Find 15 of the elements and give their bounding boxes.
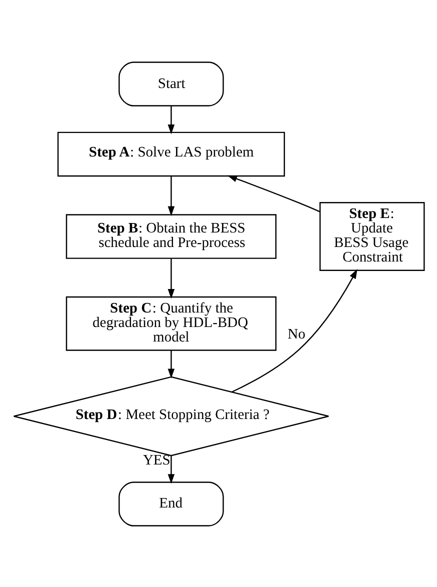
arrow <box>231 268 357 392</box>
arrow <box>226 174 320 212</box>
node-box: Step B: Obtain the BESS schedule and Pre-process <box>65 214 276 258</box>
arrow <box>167 105 174 134</box>
arrow <box>167 176 174 216</box>
node-box: Start <box>118 61 224 106</box>
node-box: Step E: Update BESS Usage Constraint <box>318 202 424 270</box>
arrow <box>167 350 174 378</box>
node-diamond: Step D: Meet Stopping Criteria ? <box>12 376 329 456</box>
node-box: Step A: Solve LAS problem <box>56 131 284 176</box>
node-box: End <box>118 481 224 526</box>
edge-label: No <box>287 326 305 342</box>
arrow <box>167 258 174 298</box>
arrow <box>167 455 174 484</box>
node-box: Step C: Quantify the degradation by HDL-BDQ model <box>65 296 276 350</box>
